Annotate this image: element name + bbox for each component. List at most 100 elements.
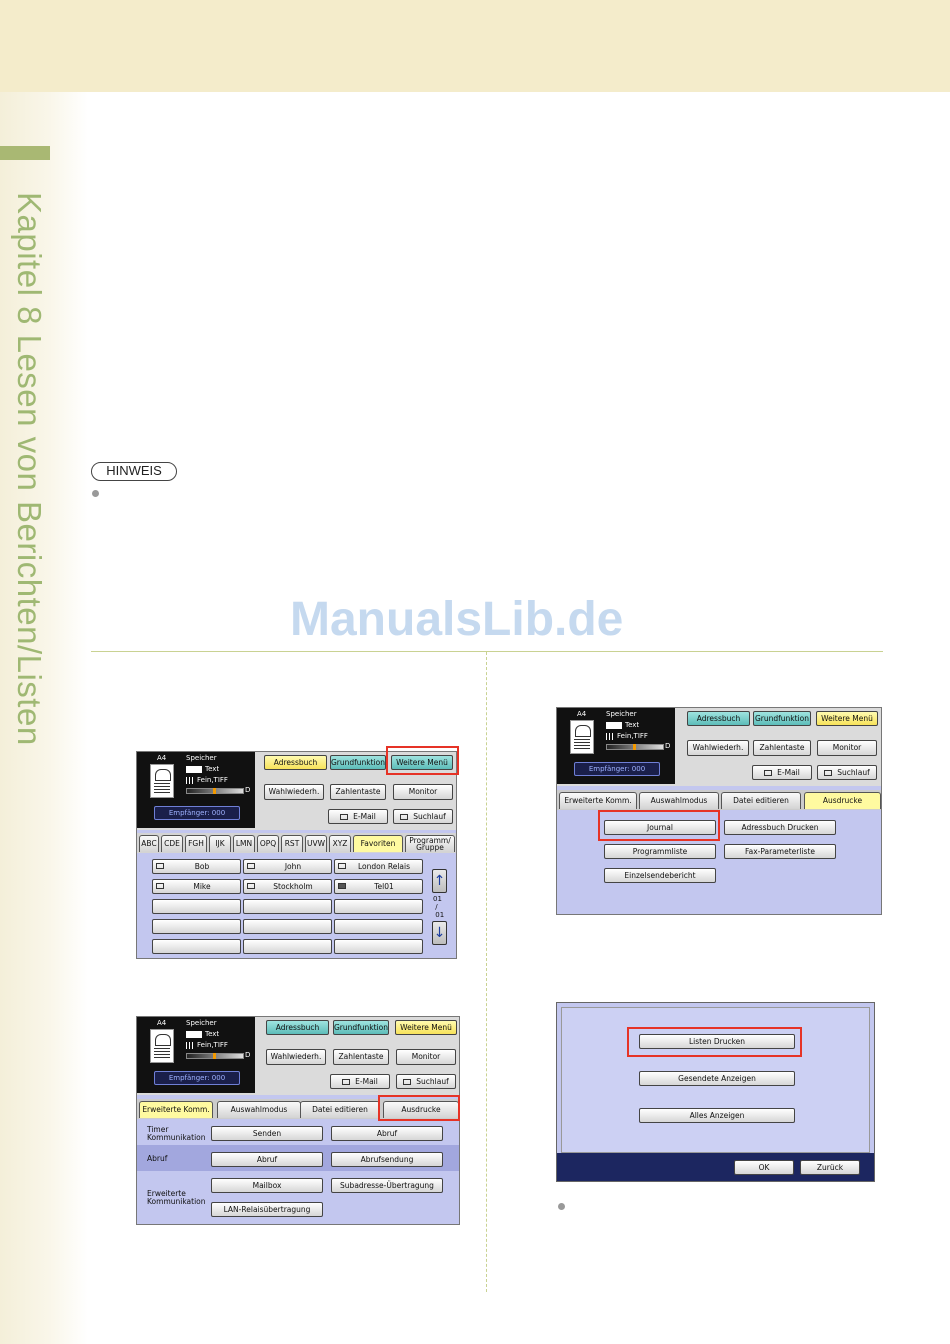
entry-empty[interactable] (243, 939, 332, 954)
entry-empty[interactable] (334, 899, 423, 914)
scroll-down-button[interactable]: ↓ (432, 921, 447, 945)
monitor-button[interactable]: Monitor (817, 740, 877, 756)
scroll-up-button[interactable]: ↑ (432, 869, 447, 893)
tab-lmn[interactable]: LMN (233, 835, 255, 852)
entry-empty[interactable] (243, 899, 332, 914)
basic-function-button[interactable]: Grundfunktion (333, 1020, 389, 1035)
monitor-button[interactable]: Monitor (396, 1049, 456, 1065)
tab-opq[interactable]: OPQ (257, 835, 279, 852)
entry-mike[interactable]: Mike (152, 879, 241, 894)
entry-empty[interactable] (243, 919, 332, 934)
entry-empty[interactable] (152, 919, 241, 934)
screen-addressbook: A4 Speicher Text Fein,TIFF D Empfänger: … (136, 751, 457, 959)
search-button[interactable]: Suchlauf (393, 809, 453, 824)
program-list-button[interactable]: Programmliste (604, 844, 716, 859)
tab-rst[interactable]: RST (281, 835, 303, 852)
email-button[interactable]: E-Mail (752, 765, 812, 780)
entry-london-relais[interactable]: London Relais (334, 859, 423, 874)
ok-button[interactable]: OK (734, 1160, 794, 1175)
density-slider[interactable] (186, 788, 244, 794)
numpad-button[interactable]: Zahlentaste (333, 1049, 389, 1065)
watermark: ManualsLib.de (290, 593, 624, 646)
addressbook-button[interactable]: Adressbuch (266, 1020, 329, 1035)
journal-dialog: Listen Drucken Gesendete Anzeigen Alles … (556, 1002, 875, 1182)
tab-abc[interactable]: ABC (139, 835, 159, 852)
search-button[interactable]: Suchlauf (396, 1074, 456, 1089)
menu-tabs: Erweiterte Komm. Auswahlmodus Datei edit… (557, 790, 881, 810)
tab-fgh[interactable]: FGH (185, 835, 207, 852)
tab-favoriten[interactable]: Favoriten (353, 835, 403, 852)
note-bullet (92, 490, 99, 497)
journal-button[interactable]: Journal (604, 820, 716, 835)
density-label: D (245, 1051, 251, 1059)
numpad-button[interactable]: Zahlentaste (753, 740, 811, 756)
tab-xyz[interactable]: XYZ (329, 835, 351, 852)
monitor-button[interactable]: Monitor (393, 784, 453, 800)
basic-function-button[interactable]: Grundfunktion (753, 711, 811, 726)
tab-selection-mode[interactable]: Auswahlmodus (217, 1101, 301, 1118)
alphabet-tabs: ABC CDE FGH IJK LMN OPQ RST UVW XYZ Favo… (137, 833, 456, 853)
poll-send-button[interactable]: Abrufsendung (331, 1152, 443, 1167)
redial-button[interactable]: Wahlwiederh. (687, 740, 749, 756)
redial-button[interactable]: Wahlwiederh. (264, 784, 324, 800)
paper-size: A4 (157, 754, 167, 762)
addressbook-print-button[interactable]: Adressbuch Drucken (724, 820, 836, 835)
mail-icon (156, 863, 164, 869)
tab-edit-file[interactable]: Datei editieren (300, 1101, 380, 1118)
note-bullet (558, 1203, 565, 1210)
entry-empty[interactable] (334, 919, 423, 934)
density-slider[interactable] (606, 744, 664, 750)
entry-empty[interactable] (334, 939, 423, 954)
more-menu-button[interactable]: Weitere Menü (395, 1020, 457, 1035)
recipients-counter: Empfänger: 000 (154, 1071, 240, 1085)
fax-parameter-list-button[interactable]: Fax-Parameterliste (724, 844, 836, 859)
tab-selection-mode[interactable]: Auswahlmodus (639, 792, 719, 809)
entry-bob[interactable]: Bob (152, 859, 241, 874)
print-lists-button[interactable]: Listen Drucken (639, 1034, 795, 1049)
status-panel: A4 Speicher Text Fein,TIFF D Empfänger: … (137, 1017, 255, 1093)
poll-button[interactable]: Abruf (331, 1126, 443, 1141)
tab-program-group[interactable]: Programm/Gruppe (405, 835, 455, 852)
resolution-icon (186, 1041, 194, 1049)
entry-john[interactable]: John (243, 859, 332, 874)
poll-receive-button[interactable]: Abruf (211, 1152, 323, 1167)
redial-button[interactable]: Wahlwiederh. (266, 1049, 326, 1065)
search-icon (403, 1079, 412, 1085)
memory-label: Speicher (186, 1019, 217, 1027)
density-slider[interactable] (186, 1053, 244, 1059)
search-icon (824, 770, 833, 776)
back-button[interactable]: Zurück (800, 1160, 860, 1175)
recipients-counter: Empfänger: 000 (154, 806, 240, 820)
more-menu-button[interactable]: Weitere Menü (391, 755, 453, 770)
entry-stockholm[interactable]: Stockholm (243, 879, 332, 894)
email-button[interactable]: E-Mail (328, 809, 388, 824)
entry-empty[interactable] (152, 939, 241, 954)
tab-extended-comm[interactable]: Erweiterte Komm. (139, 1101, 213, 1118)
numpad-button[interactable]: Zahlentaste (330, 784, 386, 800)
tab-uvw[interactable]: UVW (305, 835, 327, 852)
lan-relay-button[interactable]: LAN-Relaisübertragung (211, 1202, 323, 1217)
more-menu-button[interactable]: Weitere Menü (816, 711, 878, 726)
addressbook-button[interactable]: Adressbuch (264, 755, 327, 770)
entry-empty[interactable] (152, 899, 241, 914)
basic-function-button[interactable]: Grundfunktion (330, 755, 386, 770)
tab-printouts[interactable]: Ausdrucke (804, 792, 881, 809)
subaddress-button[interactable]: Subadresse-Übertragung (331, 1178, 443, 1193)
send-button[interactable]: Senden (211, 1126, 323, 1141)
entry-tel01[interactable]: Tel01 (334, 879, 423, 894)
chapter-title: Kapitel 8 Lesen von Berichten/Listen (11, 192, 48, 746)
mailbox-button[interactable]: Mailbox (211, 1178, 323, 1193)
search-button[interactable]: Suchlauf (817, 765, 877, 780)
text-mode-icon (606, 721, 622, 729)
show-all-button[interactable]: Alles Anzeigen (639, 1108, 795, 1123)
screen-extended-comm: A4 Speicher Text Fein,TIFF D Empfänger: … (136, 1016, 460, 1225)
email-button[interactable]: E-Mail (330, 1074, 390, 1089)
tab-ijk[interactable]: IJK (209, 835, 231, 852)
density-label: D (665, 742, 671, 750)
tab-cde[interactable]: CDE (161, 835, 183, 852)
show-sent-button[interactable]: Gesendete Anzeigen (639, 1071, 795, 1086)
tab-edit-file[interactable]: Datei editieren (721, 792, 801, 809)
tab-extended-comm[interactable]: Erweiterte Komm. (559, 792, 637, 809)
single-send-report-button[interactable]: Einzelsendebericht (604, 868, 716, 883)
addressbook-button[interactable]: Adressbuch (687, 711, 750, 726)
